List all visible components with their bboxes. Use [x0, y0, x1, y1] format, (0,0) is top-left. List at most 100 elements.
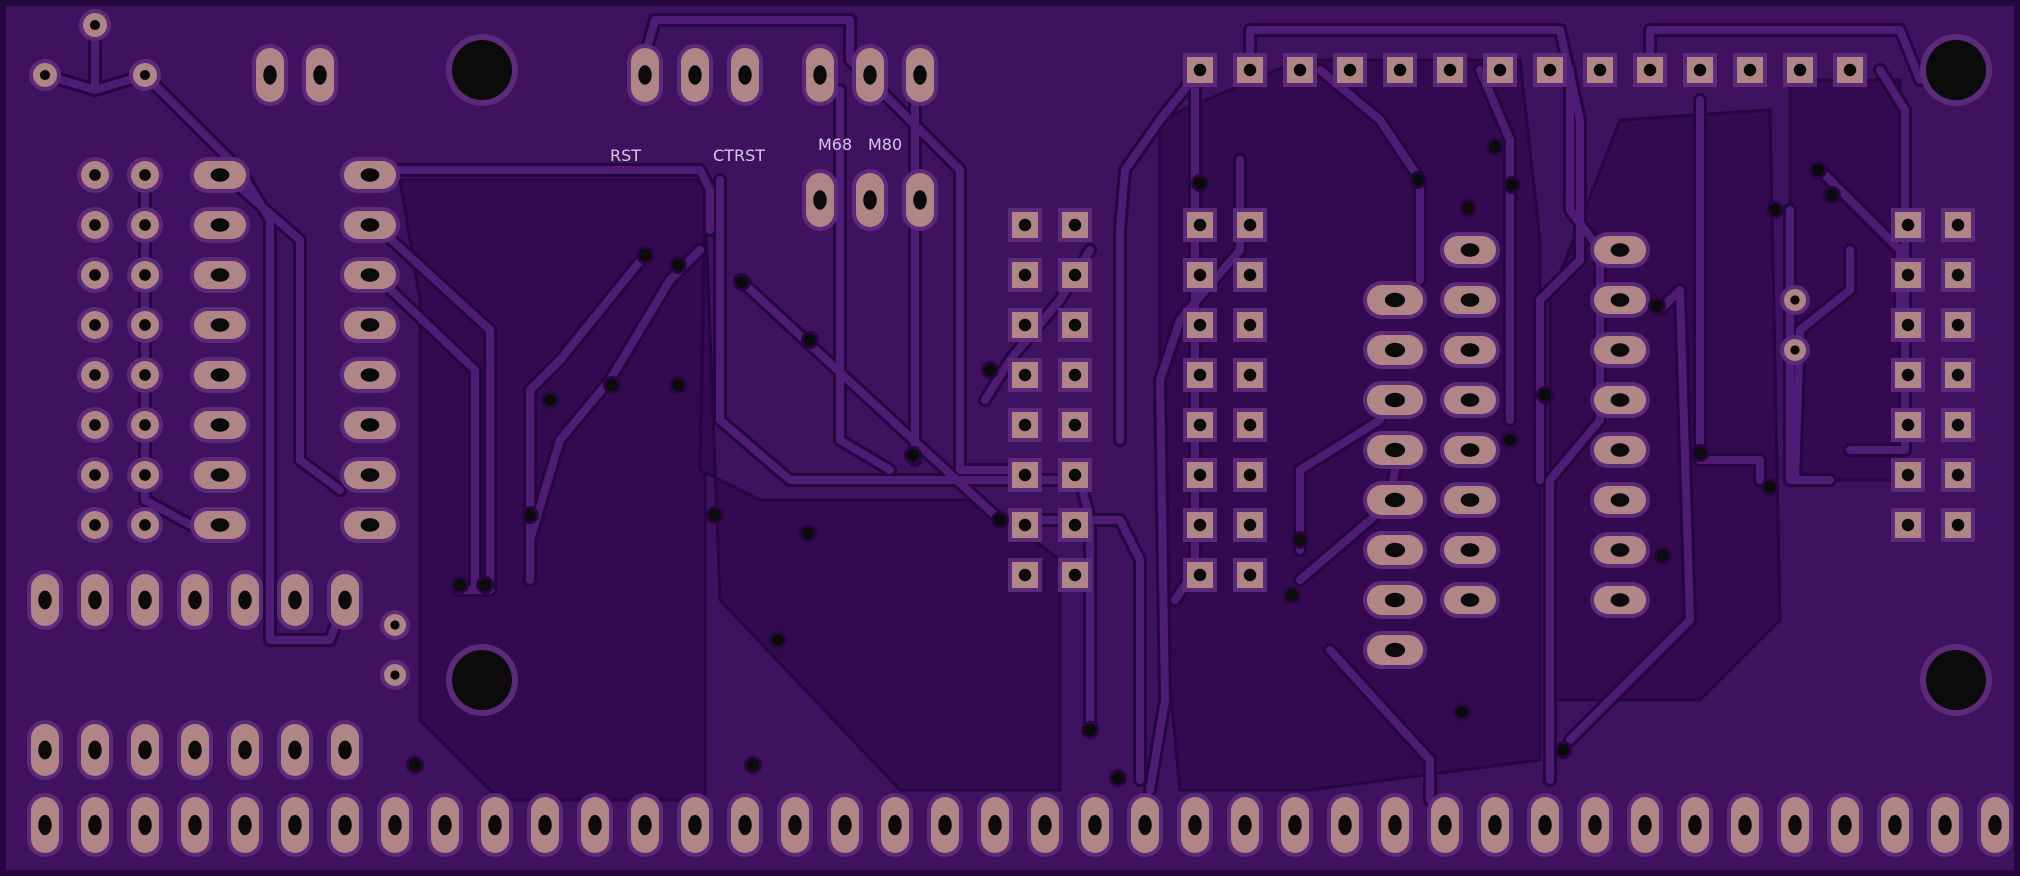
- round-pad: [1780, 335, 1810, 365]
- oval-pad-vertical: [27, 793, 63, 857]
- via: [1291, 531, 1309, 549]
- square-pad: [1941, 458, 1975, 492]
- round-pad: [380, 660, 410, 690]
- oval-pad-vertical: [777, 793, 813, 857]
- oval-pad-vertical: [1877, 793, 1913, 857]
- oval-pad-horizontal: [1590, 432, 1650, 468]
- oval-pad-horizontal: [1363, 431, 1427, 469]
- round-pad: [127, 357, 163, 393]
- oval-pad-horizontal: [340, 407, 400, 443]
- via: [706, 506, 724, 524]
- oval-pad-vertical: [227, 793, 263, 857]
- oval-pad-vertical: [677, 44, 713, 106]
- oval-pad-horizontal: [340, 307, 400, 343]
- square-pad: [1483, 53, 1517, 87]
- square-pad: [1333, 53, 1367, 87]
- oval-pad-horizontal: [1363, 631, 1427, 669]
- via: [669, 256, 687, 274]
- square-pad: [1233, 258, 1267, 292]
- oval-pad-vertical: [327, 570, 363, 630]
- oval-pad-vertical: [852, 44, 888, 106]
- round-pad: [77, 307, 113, 343]
- square-pad: [1891, 208, 1925, 242]
- mounting-hole-bottom-right: [1926, 650, 1986, 710]
- square-pad: [1941, 308, 1975, 342]
- square-pad: [1683, 53, 1717, 87]
- oval-pad-vertical: [177, 720, 213, 780]
- square-pad: [1183, 308, 1217, 342]
- square-pad: [1183, 258, 1217, 292]
- square-pad: [1058, 258, 1092, 292]
- via: [1536, 386, 1554, 404]
- oval-pad-vertical: [1377, 793, 1413, 857]
- oval-pad-horizontal: [1590, 582, 1650, 618]
- oval-pad-horizontal: [1440, 482, 1500, 518]
- via: [451, 576, 469, 594]
- oval-pad-horizontal: [190, 457, 250, 493]
- oval-pad-horizontal: [1440, 232, 1500, 268]
- square-pad: [1783, 53, 1817, 87]
- square-pad: [1633, 53, 1667, 87]
- oval-pad-vertical: [1227, 793, 1263, 857]
- round-pad: [77, 507, 113, 543]
- via: [733, 273, 751, 291]
- oval-pad-vertical: [77, 720, 113, 780]
- square-pad: [1941, 358, 1975, 392]
- via: [1081, 721, 1099, 739]
- via: [476, 576, 494, 594]
- square-pad: [1183, 358, 1217, 392]
- oval-pad-horizontal: [190, 207, 250, 243]
- oval-pad-vertical: [802, 44, 838, 106]
- oval-pad-vertical: [27, 720, 63, 780]
- square-pad: [1008, 308, 1042, 342]
- round-pad: [127, 407, 163, 443]
- via: [1691, 444, 1709, 462]
- oval-pad-vertical: [827, 793, 863, 857]
- oval-pad-horizontal: [340, 357, 400, 393]
- oval-pad-horizontal: [190, 307, 250, 343]
- via: [1501, 431, 1519, 449]
- oval-pad-vertical: [877, 793, 913, 857]
- oval-pad-vertical: [377, 793, 413, 857]
- via: [406, 756, 424, 774]
- square-pad: [1941, 258, 1975, 292]
- round-pad: [129, 59, 161, 91]
- via: [799, 524, 817, 542]
- label-m68: M68: [818, 135, 852, 154]
- square-pad: [1891, 258, 1925, 292]
- square-pad: [1533, 53, 1567, 87]
- oval-pad-horizontal: [1590, 232, 1650, 268]
- square-pad: [1383, 53, 1417, 87]
- square-pad: [1941, 508, 1975, 542]
- via: [1648, 297, 1666, 315]
- oval-pad-horizontal: [340, 207, 400, 243]
- oval-pad-vertical: [852, 169, 888, 231]
- round-pad: [127, 207, 163, 243]
- pads: [27, 9, 2013, 857]
- oval-pad-vertical: [727, 44, 763, 106]
- square-pad: [1233, 558, 1267, 592]
- square-pad: [1233, 53, 1267, 87]
- oval-pad-horizontal: [190, 357, 250, 393]
- square-pad: [1891, 458, 1925, 492]
- oval-pad-vertical: [977, 793, 1013, 857]
- oval-pad-vertical: [1277, 793, 1313, 857]
- square-pad: [1183, 508, 1217, 542]
- label-ctrst: CTRST: [713, 146, 765, 165]
- square-pad: [1008, 258, 1042, 292]
- square-pad: [1891, 358, 1925, 392]
- square-pad: [1008, 408, 1042, 442]
- round-pad: [127, 457, 163, 493]
- oval-pad-horizontal: [1363, 281, 1427, 319]
- square-pad: [1733, 53, 1767, 87]
- square-pad: [1833, 53, 1867, 87]
- oval-pad-vertical: [127, 720, 163, 780]
- square-pad: [1941, 408, 1975, 442]
- oval-pad-vertical: [1327, 793, 1363, 857]
- oval-pad-vertical: [1627, 793, 1663, 857]
- oval-pad-vertical: [527, 793, 563, 857]
- via: [744, 756, 762, 774]
- round-pad: [77, 457, 113, 493]
